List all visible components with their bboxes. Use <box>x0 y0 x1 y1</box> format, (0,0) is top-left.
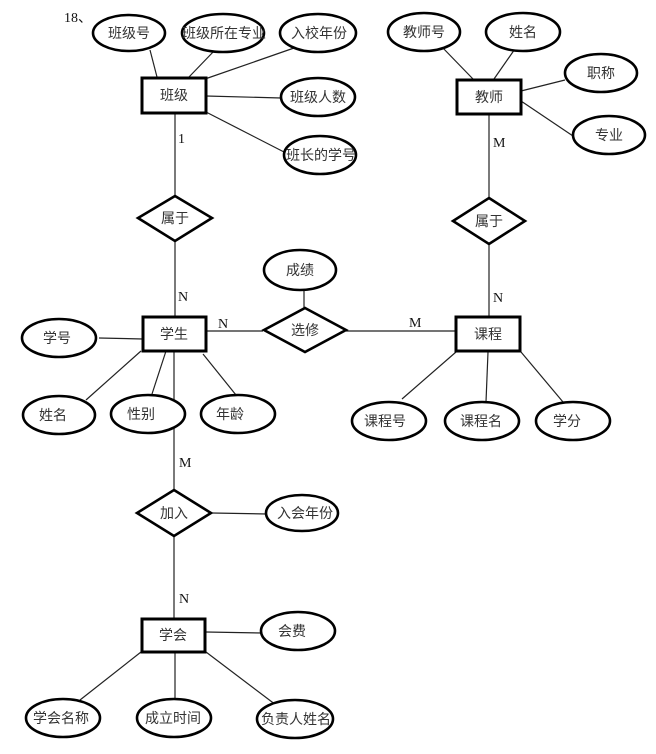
relationship-join[interactable]: 加入 <box>134 488 214 538</box>
attribute-label: 学号 <box>43 331 71 347</box>
attribute-label: 会费 <box>278 624 306 640</box>
cardinality-society-join: N <box>179 592 189 607</box>
attribute-credit[interactable]: 学分 <box>534 400 612 442</box>
attribute-title[interactable]: 职称 <box>563 52 639 94</box>
edge-course-credit <box>520 351 564 403</box>
attribute-student-name[interactable]: 姓名 <box>21 394 97 436</box>
attribute-label: 班级人数 <box>290 90 346 106</box>
attribute-monitor-id[interactable]: 班长的学号 <box>282 134 358 176</box>
edge-course-course-name <box>485 351 489 403</box>
edge-class-class-major <box>188 49 216 78</box>
edge-society-fee <box>205 631 263 634</box>
attribute-label: 专业 <box>595 128 623 144</box>
edge-course-course-no <box>401 351 457 400</box>
cardinality-student-elective: N <box>218 317 228 332</box>
edge-society-society-name <box>79 651 142 701</box>
edge-teacher-major <box>520 100 574 137</box>
entity-society[interactable]: 学会 <box>140 617 207 654</box>
relationship-label: 属于 <box>475 214 503 230</box>
attribute-course-no[interactable]: 课程号 <box>350 400 428 442</box>
attribute-class-no[interactable]: 班级号 <box>91 13 167 53</box>
attribute-label: 班级所在专业 <box>182 26 266 42</box>
attribute-class-major[interactable]: 班级所在专业 <box>180 12 266 54</box>
attribute-teacher-no[interactable]: 教师号 <box>386 11 462 53</box>
attribute-label: 教师号 <box>403 25 445 41</box>
attribute-label: 课程名 <box>460 414 502 430</box>
entity-teacher[interactable]: 教师 <box>455 78 523 116</box>
edge-teacher-title <box>520 79 566 92</box>
edge-join-join-year <box>211 512 268 515</box>
attribute-class-size[interactable]: 班级人数 <box>279 76 357 118</box>
relationship-label: 属于 <box>161 211 189 227</box>
attribute-label: 学会名称 <box>33 711 89 727</box>
attribute-found-time[interactable]: 成立时间 <box>135 697 213 739</box>
attribute-label: 成绩 <box>286 263 314 279</box>
edge-class-class-no <box>149 49 158 78</box>
cardinality-course-elective: M <box>409 316 422 331</box>
attribute-label: 班长的学号 <box>286 148 356 164</box>
attribute-label: 班级号 <box>108 26 150 42</box>
relationship-belongs-teacher-course[interactable]: 属于 <box>450 196 528 246</box>
attribute-teacher-name[interactable]: 姓名 <box>484 11 562 53</box>
relationship-belongs-class-student[interactable]: 属于 <box>135 194 215 243</box>
edges <box>79 45 574 706</box>
attribute-fee[interactable]: 会费 <box>259 610 337 652</box>
attribute-label: 成立时间 <box>145 711 201 727</box>
entity-class[interactable]: 班级 <box>140 76 208 115</box>
attribute-gender[interactable]: 性别 <box>109 393 187 435</box>
cardinality-class-belongs: 1 <box>178 132 185 147</box>
cardinality-student-belongs: N <box>178 290 188 305</box>
attribute-student-no[interactable]: 学号 <box>20 317 98 359</box>
attribute-label: 性别 <box>127 407 155 423</box>
cardinality-student-join: M <box>179 456 192 471</box>
edge-student-name <box>85 350 142 401</box>
attribute-grade[interactable]: 成绩 <box>262 248 338 292</box>
attribute-label: 课程号 <box>364 414 406 430</box>
attribute-label: 姓名 <box>509 25 537 41</box>
attribute-label: 学分 <box>553 414 581 430</box>
attribute-course-name[interactable]: 课程名 <box>443 400 521 442</box>
relationship-elective[interactable]: 选修 <box>261 306 349 354</box>
edge-student-gender <box>151 350 167 395</box>
attribute-teacher-major[interactable]: 专业 <box>571 114 647 156</box>
relationship-label: 选修 <box>291 323 319 339</box>
cardinality-course-belongs: N <box>493 291 503 306</box>
edge-student-student-no <box>98 337 144 340</box>
attribute-label: 姓名 <box>39 408 67 424</box>
attribute-label: 负责人姓名 <box>261 712 331 728</box>
attribute-join-year[interactable]: 入会年份 <box>264 493 340 533</box>
attribute-label: 年龄 <box>216 407 244 423</box>
cardinality-teacher-belongs: M <box>493 136 506 151</box>
attribute-society-name[interactable]: 学会名称 <box>24 697 102 739</box>
entity-label: 课程 <box>474 327 502 343</box>
attribute-label: 入校年份 <box>291 25 347 42</box>
attribute-age[interactable]: 年龄 <box>199 393 277 435</box>
attribute-label: 入会年份 <box>277 506 333 522</box>
entity-label: 教师 <box>475 90 503 106</box>
entity-course[interactable]: 课程 <box>454 315 522 353</box>
attribute-enroll-year[interactable]: 入校年份 <box>278 12 358 54</box>
edge-class-class-size <box>205 95 282 99</box>
edge-class-enroll-year <box>204 47 295 80</box>
entity-label: 学会 <box>159 628 187 644</box>
edge-teacher-teacher-no <box>440 45 474 80</box>
edge-student-age <box>202 353 237 396</box>
relationship-label: 加入 <box>160 506 188 522</box>
attribute-label: 职称 <box>587 66 615 82</box>
attribute-leader-name[interactable]: 负责人姓名 <box>255 698 335 740</box>
entity-label: 学生 <box>160 327 188 343</box>
question-number: 18、 <box>64 11 92 26</box>
edge-society-leader-name <box>205 651 277 706</box>
entity-student[interactable]: 学生 <box>141 315 208 353</box>
entity-label: 班级 <box>160 88 188 104</box>
edge-class-monitor-id <box>205 111 285 153</box>
